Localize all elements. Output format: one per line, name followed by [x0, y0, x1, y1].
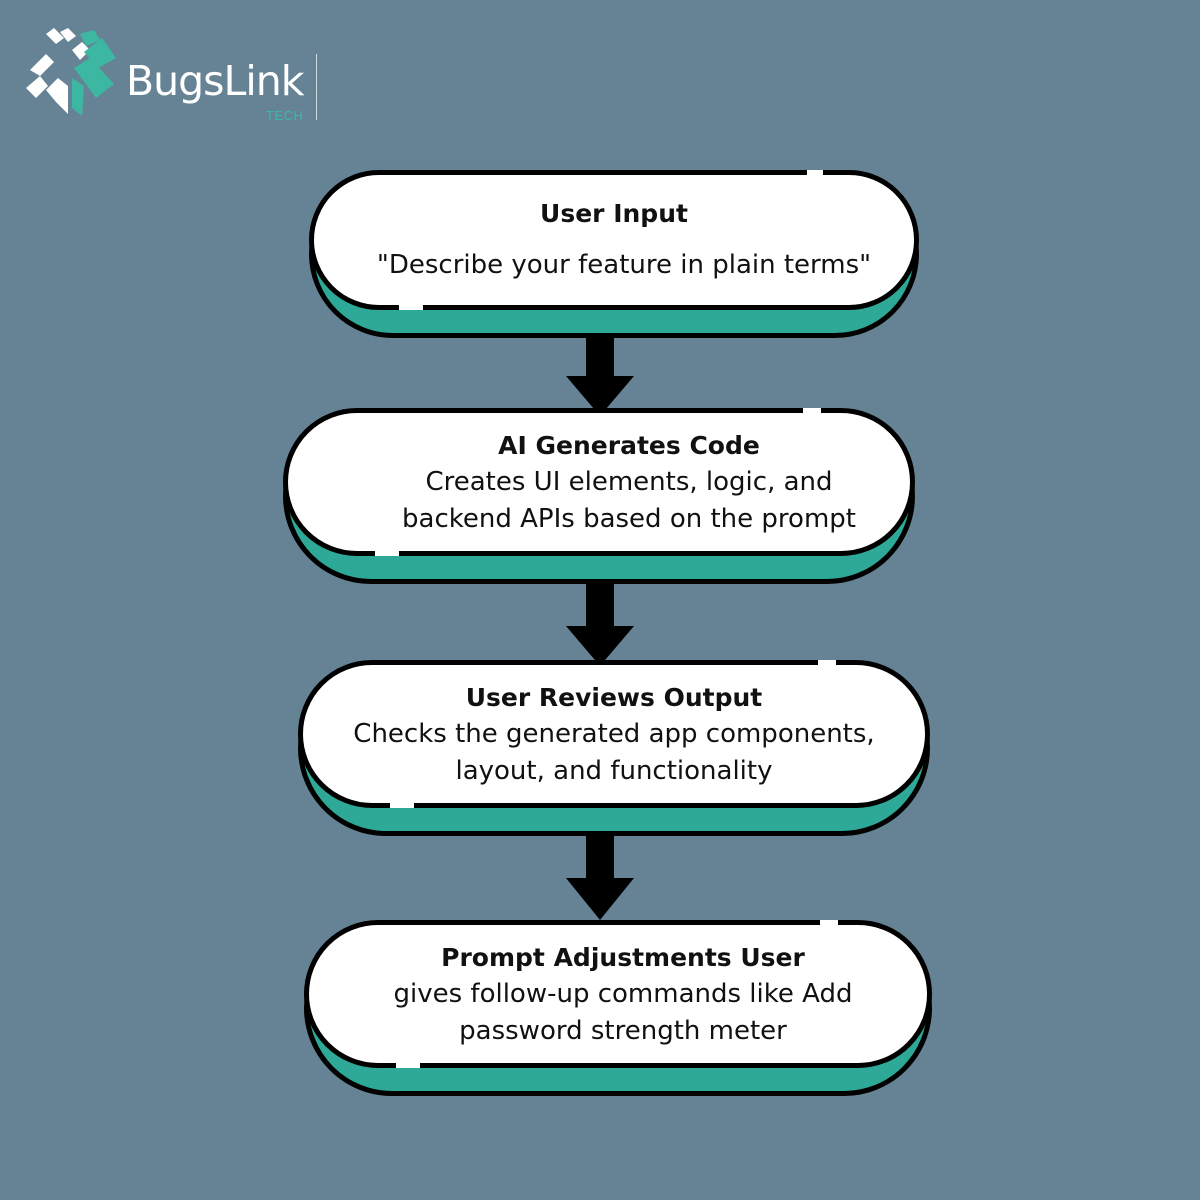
outline-gap [803, 408, 821, 417]
step-card: User Reviews Output Checks the generated… [298, 660, 930, 808]
step-user-reviews-output: User Reviews Output Checks the generated… [298, 660, 930, 836]
step-description: Checks the generated app components, lay… [353, 718, 875, 786]
outline-gap [818, 660, 836, 669]
brand-tagline: TECH [266, 108, 304, 123]
brand-logo: BugsLink TECH [24, 28, 324, 128]
flow-arrow-2 [566, 584, 634, 670]
bugslink-logo-icon [26, 28, 116, 116]
flow-arrow-3 [566, 836, 634, 924]
step-title: User Reviews Output [465, 683, 763, 713]
flow-arrow-1 [566, 338, 634, 422]
step-description: Creates UI elements, logic, and backend … [402, 466, 856, 534]
step-title: User Input [540, 198, 688, 228]
outline-gap [399, 301, 423, 310]
outline-gap [820, 920, 838, 929]
step-description: gives follow-up commands like Add passwo… [393, 978, 853, 1046]
outline-gap [390, 799, 414, 808]
brand-name: BugsLink [126, 57, 304, 105]
step-user-input: User Input "Describe your feature in pla… [309, 170, 919, 338]
step-title: Prompt Adjustments User [441, 943, 805, 973]
outline-gap [807, 170, 823, 179]
step-prompt-adjustments: Prompt Adjustments User gives follow-up … [304, 920, 932, 1096]
step-card: Prompt Adjustments User gives follow-up … [304, 920, 932, 1068]
step-card: AI Generates Code Creates UI elements, l… [283, 408, 915, 556]
outline-gap [396, 1059, 420, 1068]
step-ai-generates-code: AI Generates Code Creates UI elements, l… [283, 408, 915, 584]
step-description: "Describe your feature in plain terms" [376, 250, 872, 281]
step-title: AI Generates Code [498, 431, 760, 461]
outline-gap [375, 547, 399, 556]
step-card: User Input "Describe your feature in pla… [309, 170, 919, 310]
logo-divider [316, 54, 317, 120]
